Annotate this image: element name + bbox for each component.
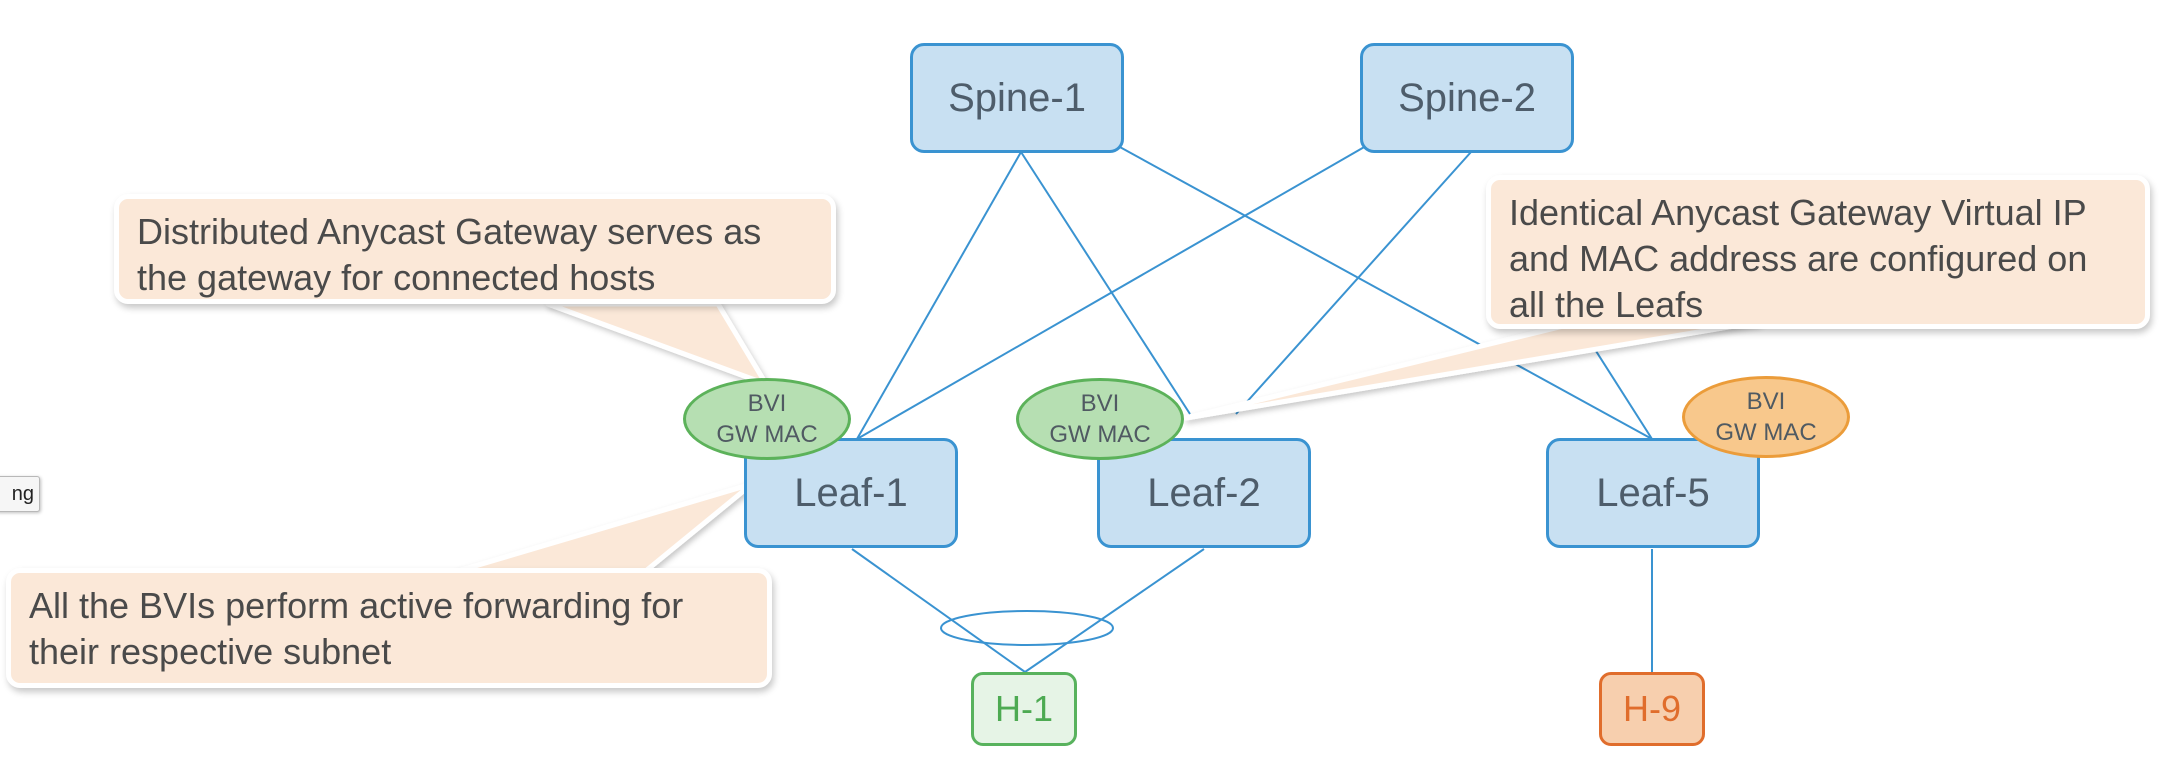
callout-tail-distributed bbox=[545, 301, 769, 387]
callout-distributed-gateway: Distributed Anycast Gateway serves as th… bbox=[114, 194, 836, 304]
edge-button[interactable]: ng bbox=[0, 476, 40, 512]
link-leaf2-h1 bbox=[1024, 548, 1205, 673]
callout-active-forwarding: All the BVIs perform active forwarding f… bbox=[6, 568, 772, 688]
leaf-5-node: Leaf-5 bbox=[1546, 438, 1760, 548]
leaf-1-label: Leaf-1 bbox=[794, 470, 908, 515]
callout-tail-identical bbox=[1183, 319, 1761, 421]
link-leaf1-h1 bbox=[851, 548, 1026, 673]
callout-forwarding-text: All the BVIs perform active forwarding f… bbox=[29, 585, 684, 672]
link-spine1-leaf2 bbox=[1020, 151, 1191, 415]
bvi-leaf-2-line1: BVI bbox=[1080, 390, 1120, 417]
leaf-5-label: Leaf-5 bbox=[1596, 470, 1710, 515]
bvi-leaf-5-line2: GW MAC bbox=[1715, 419, 1817, 446]
host-h9-node: H-9 bbox=[1599, 672, 1705, 746]
host-bundle-ellipse bbox=[940, 610, 1114, 646]
host-h9-label: H-9 bbox=[1622, 688, 1681, 729]
bvi-leaf-5: BVI GW MAC bbox=[1682, 376, 1850, 458]
bvi-leaf-2-line2: GW MAC bbox=[1049, 421, 1151, 448]
bvi-leaf-5-line1: BVI bbox=[1746, 388, 1786, 415]
bvi-leaf-1-line2: GW MAC bbox=[716, 421, 818, 448]
spine-1-node: Spine-1 bbox=[910, 43, 1124, 153]
callout-tail-forwarding bbox=[445, 481, 755, 577]
bvi-leaf-1: BVI GW MAC bbox=[683, 378, 851, 460]
link-spine2-leaf1 bbox=[856, 145, 1367, 440]
bvi-leaf-1-line1: BVI bbox=[747, 390, 787, 417]
spine-2-node: Spine-2 bbox=[1360, 43, 1574, 153]
link-spine1-leaf5 bbox=[1117, 145, 1653, 440]
host-h1-node: H-1 bbox=[971, 672, 1077, 746]
bvi-leaf-2: BVI GW MAC bbox=[1016, 378, 1184, 460]
spine-2-label: Spine-2 bbox=[1398, 75, 1536, 120]
edge-button-label: ng bbox=[11, 482, 34, 505]
leaf-2-label: Leaf-2 bbox=[1147, 470, 1261, 515]
link-spine2-leaf2 bbox=[1235, 151, 1472, 415]
host-h1-label: H-1 bbox=[994, 688, 1053, 729]
callout-identical-text: Identical Anycast Gateway Virtual IP and… bbox=[1509, 192, 2088, 325]
spine-1-label: Spine-1 bbox=[948, 75, 1086, 120]
callout-distributed-text: Distributed Anycast Gateway serves as th… bbox=[137, 211, 762, 298]
callout-identical-gateway: Identical Anycast Gateway Virtual IP and… bbox=[1486, 175, 2150, 329]
link-spine1-leaf1 bbox=[856, 151, 1022, 440]
